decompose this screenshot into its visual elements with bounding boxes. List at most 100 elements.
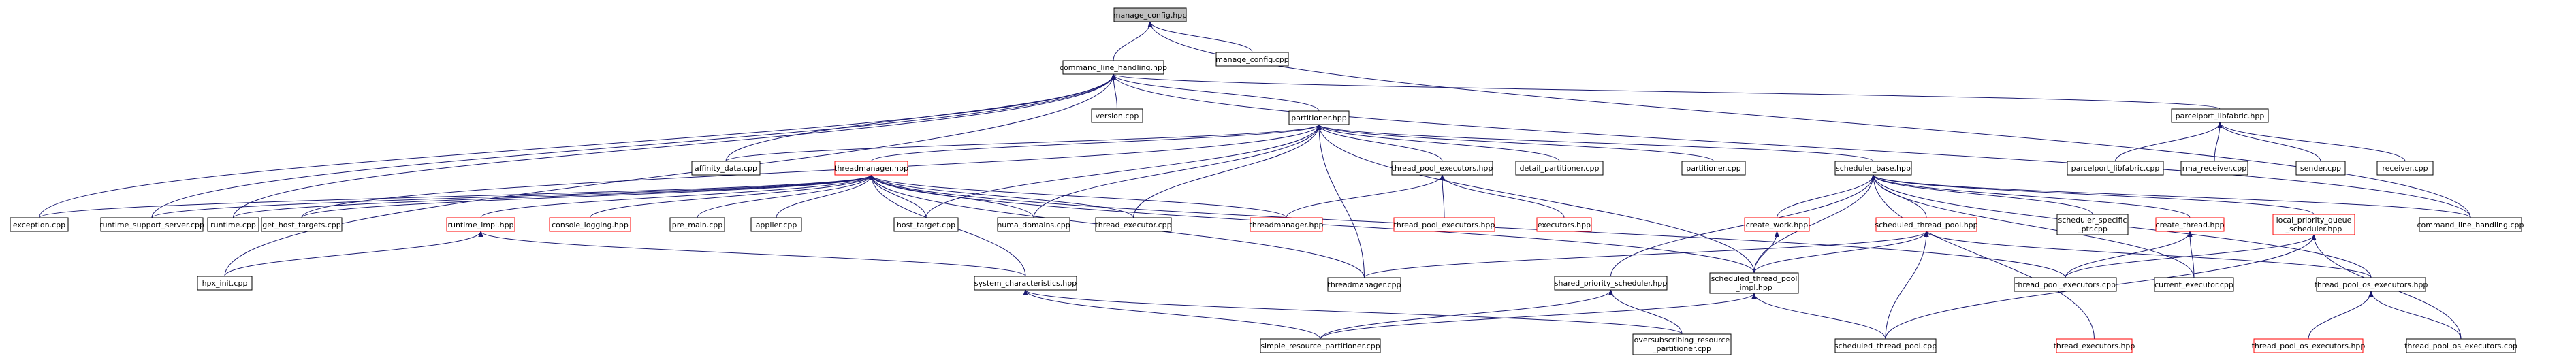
- node-threadmanager-cpp[interactable]: threadmanager.cpp: [1327, 277, 1401, 292]
- edge-partitioner_cpp-to-partitioner_hpp: [1316, 124, 1714, 162]
- node-box: [1062, 60, 1164, 75]
- node-rma-receiver-cpp[interactable]: rma_receiver.cpp: [2180, 161, 2248, 176]
- edge-hpx_init_cpp-to-runtime_impl_hpp: [224, 231, 483, 277]
- node-pre-main-cpp[interactable]: pre_main.cpp: [669, 217, 725, 232]
- node-label: create_thread.hpp: [2156, 220, 2225, 229]
- node-current-executor-cpp[interactable]: current_executor.cpp: [2154, 277, 2234, 292]
- node-oversubscribing-resource-partitioner-cpp[interactable]: oversubscribing_resource_partitioner.cpp: [1632, 333, 1732, 355]
- node-thread-pool-executors-hpp-2[interactable]: thread_pool_executors.hpp: [1393, 217, 1495, 232]
- node-console-logging-hpp[interactable]: console_logging.hpp: [549, 217, 631, 232]
- edge-command_line_handling_hpp-to-manage_config_hpp: [1113, 21, 1153, 61]
- node-box: [261, 217, 343, 232]
- node-scheduled-thread-pool-cpp[interactable]: scheduled_thread_pool.cpp: [1834, 338, 1937, 353]
- node-threadmanager-hpp[interactable]: threadmanager.hpp: [834, 161, 908, 176]
- node-partitioner-cpp[interactable]: partitioner.cpp: [1681, 161, 1746, 176]
- node-numa-domains-cpp[interactable]: numa_domains.cpp: [997, 217, 1070, 232]
- node-sender-cpp[interactable]: sender.cpp: [2295, 161, 2346, 176]
- node-box: [2253, 338, 2364, 353]
- node-scheduler-specific-ptr-cpp[interactable]: scheduler_specific_ptr.cpp: [2056, 214, 2129, 235]
- node-threadmanager-hpp-2[interactable]: threadmanager.hpp: [1250, 217, 1324, 232]
- node-thread-pool-os-executors-hpp[interactable]: thread_pool_os_executors.hpp: [2315, 277, 2428, 292]
- node-shared-priority-scheduler-hpp[interactable]: shared_priority_scheduler.hpp: [1554, 276, 1668, 291]
- node-label: receiver.cpp: [2382, 164, 2428, 173]
- node-label: _partitioner.cpp: [1652, 344, 1711, 353]
- node-version-cpp[interactable]: version.cpp: [1091, 108, 1143, 123]
- node-system-characteristics-hpp[interactable]: system_characteristics.hpp: [974, 276, 1077, 291]
- node-thread-executor-cpp[interactable]: thread_executor.cpp: [1095, 217, 1172, 232]
- node-local-priority-queue-scheduler-hpp[interactable]: local_priority_queue_scheduler.hpp: [2272, 214, 2355, 235]
- node-label: threadmanager.hpp: [834, 164, 908, 173]
- node-label: thread_pool_executors.hpp: [1394, 220, 1495, 229]
- node-label: hpx_init.cpp: [202, 279, 248, 288]
- node-label: command_line_handling.hpp: [1060, 63, 1167, 72]
- node-manage-config-cpp[interactable]: manage_config.cpp: [1215, 52, 1289, 67]
- node-runtime-impl-hpp[interactable]: runtime_impl.hpp: [446, 217, 515, 232]
- node-label: thread_executors.hpp: [2054, 342, 2135, 350]
- edge-create_thread_hpp-to-scheduler_base_hpp: [1871, 174, 2191, 218]
- node-label: manage_config.hpp: [1113, 11, 1188, 20]
- node-thread-pool-os-executors-hpp-2[interactable]: thread_pool_os_executors.hpp: [2252, 338, 2366, 353]
- node-box: [2180, 161, 2248, 176]
- node-simple-resource-partitioner-cpp[interactable]: simple_resource_partitioner.cpp: [1260, 338, 1381, 353]
- edge-scheduled_thread_pool_cpp-to-scheduled_thread_pool_impl_hpp: [1751, 293, 1886, 340]
- node-runtime-support-server-cpp[interactable]: runtime_support_server.cpp: [99, 217, 204, 232]
- node-parcelport-libfabric-cpp[interactable]: parcelport_libfabric.cpp: [2067, 161, 2164, 176]
- edge-scheduled_thread_pool_impl_hpp-to-scheduler_base_hpp: [1753, 174, 1876, 274]
- node-executors-hpp[interactable]: executors.hpp: [1536, 217, 1592, 232]
- node-box: [1536, 217, 1592, 232]
- node-runtime-cpp[interactable]: runtime.cpp: [207, 217, 259, 232]
- node-thread-executors-hpp[interactable]: thread_executors.hpp: [2054, 338, 2135, 353]
- node-box: [446, 217, 515, 232]
- node-box: [1091, 108, 1143, 123]
- edge-console_logging_hpp-to-threadmanager_hpp: [590, 174, 874, 218]
- node-box: [834, 161, 908, 176]
- node-create-work-hpp[interactable]: create_work.hpp: [1744, 217, 1810, 232]
- node-label: thread_pool_os_executors.cpp: [2404, 342, 2517, 350]
- node-scheduler-base-hpp[interactable]: scheduler_base.hpp: [1834, 161, 1912, 176]
- node-box: [1554, 276, 1668, 291]
- node-box: [2272, 214, 2355, 235]
- node-box: [2056, 214, 2129, 235]
- node-label: numa_domains.cpp: [997, 220, 1070, 229]
- node-partitioner-hpp[interactable]: partitioner.hpp: [1288, 110, 1350, 125]
- node-create-thread-hpp[interactable]: create_thread.hpp: [2155, 217, 2225, 232]
- node-applier-cpp[interactable]: applier.cpp: [750, 217, 802, 232]
- edge-detail_partitioner_cpp-to-partitioner_hpp: [1316, 124, 1560, 162]
- node-thread-pool-os-executors-cpp[interactable]: thread_pool_os_executors.cpp: [2404, 338, 2517, 353]
- edge-current_executor_cpp-to-scheduler_base_hpp: [1871, 174, 2195, 278]
- edge-oversubscribing_resource_partitioner_cpp-to-system_characteristics_hpp: [1023, 289, 1683, 335]
- node-exception-cpp[interactable]: exception.cpp: [10, 217, 69, 232]
- edge-create_work_hpp-to-scheduler_base_hpp: [1777, 174, 1876, 218]
- node-detail-partitioner-cpp[interactable]: detail_partitioner.cpp: [1515, 161, 1604, 176]
- node-hpx-init-cpp[interactable]: hpx_init.cpp: [197, 276, 253, 291]
- node-scheduled-thread-pool-hpp[interactable]: scheduled_thread_pool.hpp: [1875, 217, 1978, 232]
- node-thread-pool-executors-hpp[interactable]: thread_pool_executors.hpp: [1391, 161, 1493, 176]
- node-label: console_logging.hpp: [552, 220, 629, 229]
- node-parcelport-libfabric-hpp[interactable]: parcelport_libfabric.hpp: [2171, 108, 2269, 123]
- edge-hpx_init_cpp-to-command_line_handling_hpp: [224, 73, 1116, 277]
- node-label: parcelport_libfabric.cpp: [2071, 164, 2160, 173]
- node-label: scheduler_specific: [2058, 216, 2127, 225]
- node-command-line-handling-cpp[interactable]: command_line_handling.cpp: [2417, 217, 2524, 232]
- edge-thread_pool_executors_cpp-to-create_thread_hpp: [2065, 231, 2193, 278]
- nodes-layer: manage_config.hpp manage_config.cppcomman…: [10, 7, 2524, 355]
- node-box: [2376, 161, 2434, 176]
- node-receiver-cpp[interactable]: receiver.cpp: [2376, 161, 2434, 176]
- node-box: [1260, 338, 1381, 353]
- node-label: host_target.cpp: [897, 220, 955, 229]
- node-label: sender.cpp: [2300, 164, 2341, 173]
- node-command-line-handling-hpp[interactable]: command_line_handling.hpp: [1060, 60, 1167, 75]
- edge-threadmanager_hpp_2-to-thread_pool_executors_hpp: [1286, 174, 1445, 218]
- edge-parcelport_libfabric_hpp-to-command_line_handling_hpp: [1111, 73, 2221, 110]
- node-label: scheduled_thread_pool: [1711, 274, 1798, 283]
- node-thread-pool-executors-cpp[interactable]: thread_pool_executors.cpp: [2014, 277, 2117, 292]
- edge-get_host_targets_cpp-to-partitioner_hpp: [301, 124, 1322, 218]
- edge-parcelport_libfabric_cpp-to-parcelport_libfabric_hpp: [2115, 122, 2223, 162]
- edge-runtime_support_server_cpp-to-threadmanager_hpp: [151, 174, 874, 218]
- edge-thread_executors_hpp-to-scheduler_base_hpp: [1871, 174, 2095, 340]
- node-host-target-cpp[interactable]: host_target.cpp: [893, 217, 959, 232]
- node-affinity-data-cpp[interactable]: affinity_data.cpp: [691, 161, 761, 176]
- edge-thread_executor_cpp-to-threadmanager_hpp: [869, 174, 1134, 218]
- node-scheduled-thread-pool-impl-hpp[interactable]: scheduled_thread_pool_impl.hpp: [1709, 272, 1799, 294]
- node-get-host-targets-cpp[interactable]: get_host_targets.cpp: [261, 217, 343, 232]
